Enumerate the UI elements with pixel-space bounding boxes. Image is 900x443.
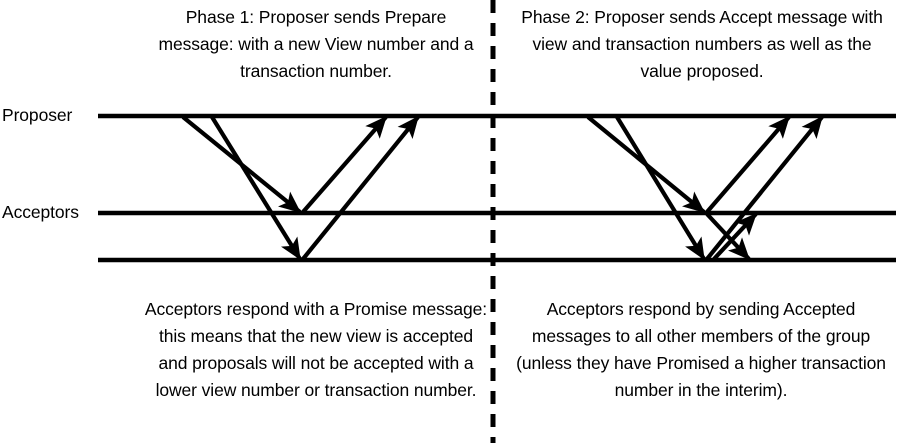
- arrow-p2-accepted-from-acceptor1: [705, 115, 791, 214]
- phase1-header-caption: Phase 1: Proposer sends Prepare message:…: [158, 7, 474, 81]
- phase2-message-arrows: [586, 115, 824, 261]
- arrow-p2-accept-to-acceptor2: [615, 115, 706, 261]
- lane-label-acceptors: Acceptors: [2, 202, 79, 222]
- arrow-p2-accepted-from-acceptor2: [705, 115, 824, 261]
- phase1-footer-caption: Acceptors respond with a Promise message…: [144, 299, 488, 400]
- lane-label-proposer: Proposer: [2, 105, 73, 125]
- timeline-lines: [98, 113, 896, 263]
- phase2-header-caption: Phase 2: Proposer sends Accept message w…: [521, 7, 883, 81]
- arrow-p2-accepted-acceptor2-to-acceptor1: [712, 212, 758, 261]
- phase1-message-arrows: [181, 115, 420, 261]
- arrow-p1-promise-from-acceptor1: [301, 115, 388, 214]
- arrow-p1-promise-from-acceptor2: [301, 115, 420, 261]
- phase2-footer-caption: Acceptors respond by sending Accepted me…: [516, 299, 886, 400]
- arrow-p1-prepare-to-acceptor2: [210, 115, 302, 261]
- arrow-p2-accepted-acceptor1-to-acceptor2: [705, 212, 751, 261]
